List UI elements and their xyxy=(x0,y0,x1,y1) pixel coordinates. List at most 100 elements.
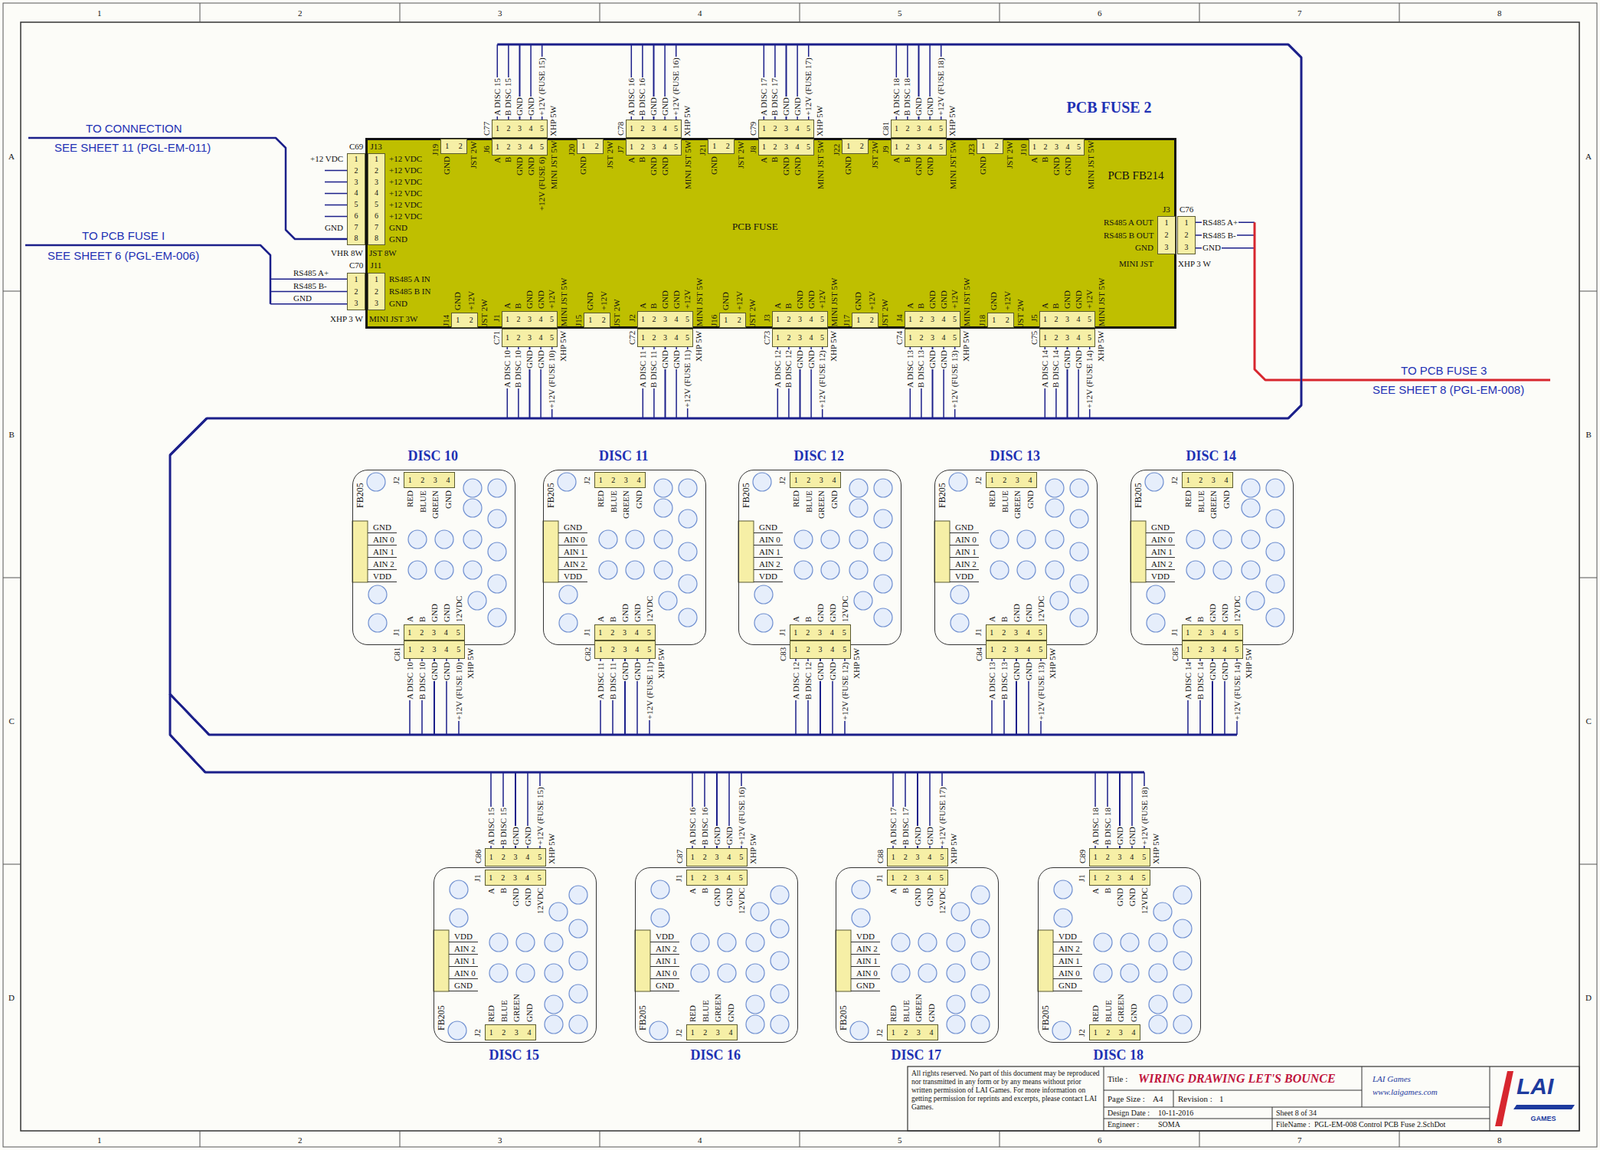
signal-label: AIN 1 xyxy=(563,546,586,557)
title-block-line xyxy=(1173,1089,1175,1107)
wire-label: GND xyxy=(536,349,547,370)
pin-lead xyxy=(850,941,881,943)
wire-harness xyxy=(170,346,821,735)
wire-label: A DISC 12 xyxy=(772,349,783,389)
wire-label: GND xyxy=(510,825,521,846)
signal-label: 12VDC xyxy=(1232,595,1243,622)
wire xyxy=(324,204,347,207)
title-block xyxy=(907,1066,1580,1131)
grid-tick xyxy=(3,863,21,865)
signal-label: RS485 A+ xyxy=(1201,217,1239,228)
signal-label: AIN 1 xyxy=(955,546,977,557)
led-pad xyxy=(951,902,970,921)
pin-lead xyxy=(850,965,881,967)
led-pad xyxy=(559,613,578,632)
part-name: FB205 xyxy=(546,482,557,508)
led-pad xyxy=(1069,542,1089,561)
signal-label: A xyxy=(638,302,648,309)
wire-label: A DISC 13 xyxy=(987,660,998,701)
led-pad xyxy=(516,963,535,982)
signal-label: A xyxy=(626,157,637,164)
signal-label: GND xyxy=(660,290,671,309)
signal-label: AIN 2 xyxy=(655,943,678,954)
signal-label: BLUE xyxy=(499,999,510,1022)
signal-label: +12 VDC xyxy=(389,188,423,199)
led-pad xyxy=(487,478,507,498)
connector-ref: J3 xyxy=(762,314,773,322)
wire xyxy=(270,303,347,305)
signal-label: GND xyxy=(792,157,803,176)
connector-ref: J2 xyxy=(674,1028,684,1037)
part-name: FB205 xyxy=(838,1004,850,1031)
pin-lead xyxy=(448,941,478,943)
connector-ref: J2 xyxy=(973,476,984,485)
signal-label: RED xyxy=(405,490,416,508)
wire-label: A DISC 10 xyxy=(405,660,416,701)
signal-label: B xyxy=(783,303,794,309)
pin-lead xyxy=(753,532,783,534)
led-pad xyxy=(1053,880,1073,899)
disc-title: DISC 16 xyxy=(690,1047,742,1064)
led-pad xyxy=(950,585,969,604)
connector: J21 2 3 4 xyxy=(686,1024,738,1041)
signal-label: GND xyxy=(389,234,408,245)
signal-label: GND xyxy=(939,290,949,309)
title-field: Revision : xyxy=(1177,1093,1213,1104)
signal-label: GND xyxy=(912,887,923,907)
pin-lead xyxy=(448,953,478,955)
connector: J31 2 3 xyxy=(1157,215,1176,255)
connector: J21 2 3 4 xyxy=(1089,1024,1141,1041)
side-header xyxy=(352,520,368,583)
connector: J181 2 xyxy=(987,312,1015,328)
pin-numbers: 1 2 3 4 5 6 7 8 xyxy=(373,153,380,245)
wire-label: A DISC 14 xyxy=(1183,660,1194,701)
signal-label: +12V xyxy=(1084,289,1095,309)
led-pad xyxy=(971,919,990,938)
wire-label: +12V (FUSE 18) xyxy=(1139,785,1150,846)
signal-label: XHP 5W xyxy=(693,330,704,362)
connector-ref: C78 xyxy=(615,121,626,136)
signal-label: BLUE xyxy=(1196,490,1207,513)
pin-lead xyxy=(949,581,979,583)
led-pad xyxy=(467,591,487,610)
signal-label: RS485 B IN xyxy=(389,286,431,297)
wire-label: +12V (FUSE 17) xyxy=(803,56,814,117)
led-pad xyxy=(1241,498,1260,517)
signal-label: GND xyxy=(452,291,463,311)
wire-label: A DISC 17 xyxy=(759,77,769,117)
signal-label: VDD xyxy=(563,571,583,582)
signal-label: +12 VDC xyxy=(309,153,344,164)
signal-label: MINI JST 5W xyxy=(948,140,959,190)
wire-label: GND xyxy=(660,349,671,370)
signal-label: GND xyxy=(1128,1003,1139,1022)
wire-label: GND xyxy=(1220,660,1231,681)
led-pad xyxy=(368,613,387,632)
connector-ref: C86 xyxy=(473,849,484,864)
grid-ref: 2 xyxy=(297,1135,303,1146)
signal-label: GREEN xyxy=(1012,490,1023,519)
connector: C781 2 3 4 5 xyxy=(625,119,682,138)
signal-label: MINI JST 5W xyxy=(829,278,840,327)
signal-label: A xyxy=(595,615,606,622)
wire-label: A DISC 12 xyxy=(791,660,802,701)
connector: C831 2 3 4 5 xyxy=(789,640,851,659)
signal-label: RED xyxy=(1090,1004,1101,1022)
signal-label: GND xyxy=(443,490,454,509)
connector-ref: J6 xyxy=(481,145,492,154)
signal-label: VDD xyxy=(1151,571,1170,582)
pin-numbers: 1 2 3 4 5 xyxy=(894,139,943,155)
wire-label: +12V (FUSE 14) xyxy=(1232,660,1243,721)
signal-label: GND xyxy=(926,1003,937,1022)
signal-label: GND xyxy=(563,522,583,533)
wire-label: GND xyxy=(781,96,792,117)
connector-ref: J19 xyxy=(430,143,441,155)
signal-label: GND xyxy=(1207,603,1218,622)
wire-label: A DISC 16 xyxy=(626,77,637,117)
connector-ref: C89 xyxy=(1077,849,1088,864)
signal-label: AIN 2 xyxy=(454,943,476,954)
connector-ref: J2 xyxy=(391,476,402,485)
signal-label: AIN 1 xyxy=(1151,546,1173,557)
led-pad xyxy=(754,613,773,632)
wire-label: +12V (FUSE 16) xyxy=(670,56,681,117)
